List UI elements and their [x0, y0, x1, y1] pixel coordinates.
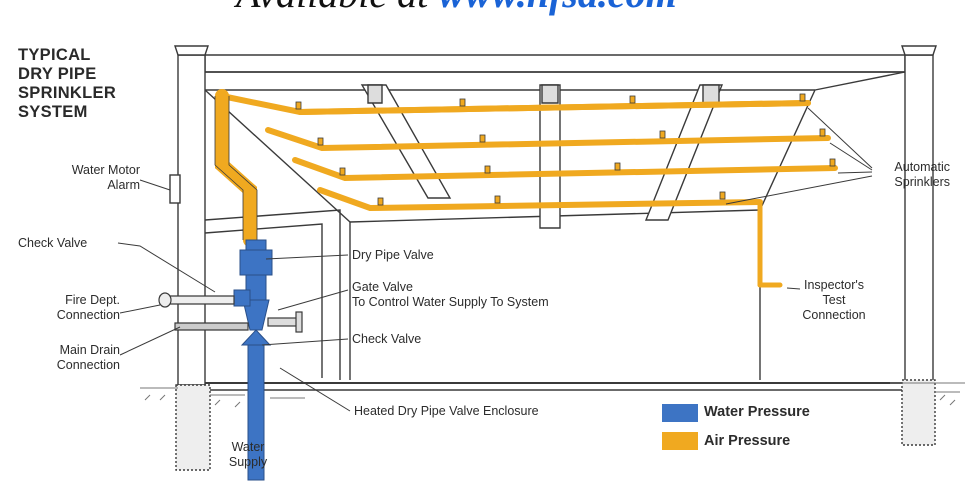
diagram-title: TYPICAL DRY PIPE SPRINKLER SYSTEM: [18, 46, 116, 122]
label-dry-pipe-valve: Dry Pipe Valve: [352, 248, 434, 262]
legend-swatch-air: [662, 432, 698, 450]
label-gate-valve: Gate Valve To Control Water Supply To Sy…: [352, 280, 549, 309]
label-water-supply: Water Supply: [228, 440, 268, 469]
legend-label-air: Air Pressure: [704, 433, 791, 449]
label-fire-dept-connection: Fire Dept. Connection: [56, 293, 120, 322]
legend-label-water: Water Pressure: [704, 404, 810, 420]
label-check-valve-left: Check Valve: [18, 236, 88, 250]
title-line-2: DRY PIPE: [18, 65, 97, 83]
legend-swatch-water: [662, 404, 698, 422]
title-line-4: SYSTEM: [18, 103, 88, 121]
title-line-3: SPRINKLER: [18, 84, 117, 102]
label-automatic-sprinklers: Automatic Sprinklers: [894, 160, 950, 189]
label-heated-enclosure: Heated Dry Pipe Valve Enclosure: [354, 404, 539, 418]
label-water-motor-alarm: Water Motor Alarm: [71, 163, 140, 192]
banner-prefix: Available at: [236, 0, 438, 16]
title-line-1: TYPICAL: [18, 46, 91, 64]
label-inspectors-test-connection: Inspector's Test Connection: [802, 278, 866, 322]
banner-link[interactable]: www.nfsa.com: [438, 0, 677, 16]
banner: Available at www.nfsa.com: [0, 0, 967, 34]
label-main-drain-connection: Main Drain Connection: [56, 343, 120, 372]
label-check-valve-center: Check Valve: [352, 332, 422, 346]
